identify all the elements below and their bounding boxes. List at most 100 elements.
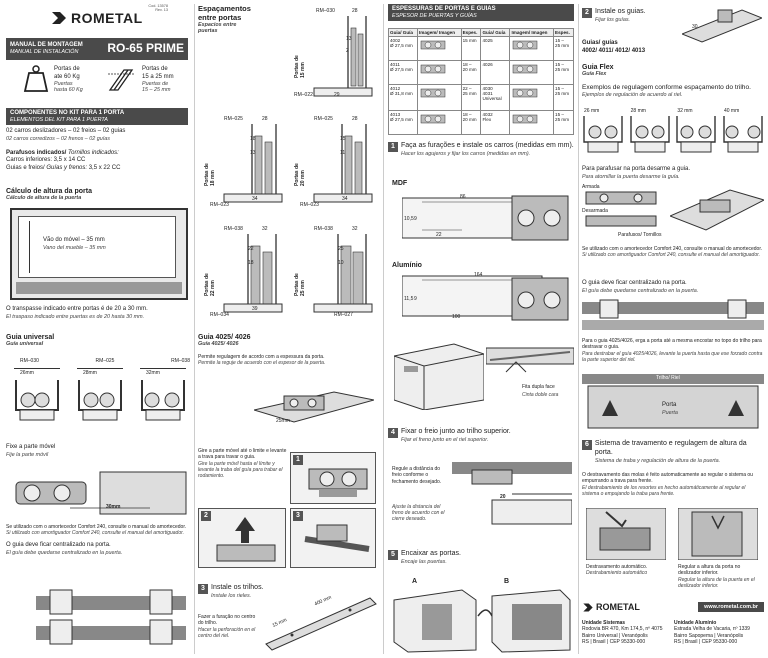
guide4025-figure: 25mm [254,382,374,430]
column-4: 2 Instale os guias. Fijar los guías. 30 … [582,0,764,658]
flex-comfort-note: Se utilizado com o amortecedor Comfort 2… [582,246,763,259]
calc-diagram: Vão do móvel – 35 mm Vano del mueble – 3… [10,208,188,300]
guide-image-cell [417,84,462,111]
guide4025-title: Guia 4025/ 4026 Guía 4025/ 4026 [198,334,251,347]
fix-figure: 30mm [10,462,190,520]
step6-right-figure [678,508,758,560]
guide-image-cell [509,60,555,85]
column-2: Espaçamentos entre portas Espacios entre… [198,0,378,658]
spacing-profile-4: RM–038 32 Portas de 22 mm 22 18 RM–034 3… [204,226,286,320]
footer-unit-sistemas: Unidade Sistemas Rodovia BR 470, Km 174,… [582,620,663,645]
spacing-profile-5: RM–038 32 Portas de 25 mm 25 10 RM–027 [294,226,376,320]
components-list: 02 carros deslizadores – 02 freios – 02 … [6,128,126,171]
step5-header: 5 Encaixar as portas. Encaje las puertas… [388,550,574,565]
table-header: Espes. [460,28,482,37]
fix-title: Fixe a parte móvel Fije la parte móvil [6,444,56,458]
step6-desc: O destravamento das molas é feito automa… [582,472,753,497]
thickness-spec: Portas de 15 a 25 mm Puertas de 15 – 25 … [142,66,174,93]
guide-universal-labels: RM–030 RM–025 RM–038 [20,358,190,364]
flex-center-note: O guia deve ficar centralizado na porta.… [582,280,699,294]
table-header: Imagem/ Imagen [509,28,555,37]
overlap-note: O transpasse indicado entre portas é de … [6,306,148,320]
step6-header: 6 Sistema de travamento e regulagem de a… [582,440,764,464]
flex-example-figure: 26 mm [582,106,624,156]
guide-image-cell [509,110,555,135]
table-header: Imagem/ Imagen [417,28,462,37]
cabinet-tape-figure [394,340,484,410]
step4-note: Regule a distância do freio conforme o f… [392,466,442,485]
flex-example-figure: 40 mm [722,106,764,156]
guide-image-cell [417,110,462,135]
vao-label: Vão do móvel – 35 mm Vano del mueble – 3… [43,237,106,251]
guide-rm025-figure: 28mm [73,366,127,424]
guide-universal-title: Guia universal Guía universal [6,334,55,347]
footer-logo: ROMETAL [582,602,640,613]
footer-unit-aluminio: Unidade Alumínio Estrada Velha de Vacari… [674,620,750,645]
table-row: 4013 Ø 27,5 mm 18 – 20 mm 4032 Flex 15 –… [387,110,574,135]
guide4025-step2-figure: 2 [198,508,286,568]
flex-title: Guia Flex Guía Flex [582,64,614,77]
spacing-profile-3: RM–025 28 Portas de 20 mm 15 11 RM–023 3… [294,116,376,210]
table-row: 4011 Ø 27,5 mm 18 – 20 mm 4026 15 – 25 m… [387,60,574,85]
weight-spec: Portas de ate 60 Kg Puertas hasta 60 Kg [54,66,83,93]
step4-header: 4 Fixar o freio junto ao trilho superior… [388,428,574,443]
mdf-figure: 86 10,5 22 9 [402,188,572,246]
step3-note: Fazer a furação no centro do trilho. Hac… [198,614,256,639]
footer-brand-row: ROMETAL www.rometal.com.br [582,600,764,614]
step2-header: 2 Instale os guias. Fijar los guías. [582,8,672,23]
guide4025-step1-figure: 1 [290,452,376,504]
step6-right-caption: Regular a altura da porta no deslizador … [678,564,755,589]
flex-center-figure [582,298,764,334]
flex-example-figure: 28 mm [629,106,671,156]
spacing-profile-1: RM–030 28 Portas de 15 mm 13 2 RM–022 29 [294,8,376,102]
table-header: Guia/ Guía [387,28,419,37]
column-divider [578,4,579,654]
table-row: 4002 Ø 27,5 mm 15 mm 4025 15 – 25 mm [387,36,574,61]
guide-universal-figures: 26mm 28mm 32mm [10,366,190,424]
flex-armed-figure: Armada Desarmada Parafusos/ Tornillos [582,184,764,240]
table-header-row: Guia/ Guía Imagem/ Imagen Espes. Guia/ G… [387,28,574,37]
thickness-icon [106,66,138,94]
spacing-title: Espaçamentos entre portas Espacios entre… [198,4,251,34]
step6-left-caption: Destravamento automático. Destrabamiento… [586,564,648,577]
rail-bottom [16,282,182,294]
cabinet-opening: Vão do móvel – 35 mm Vano del mueble – 3… [18,216,176,278]
guide4025-step-text: Gire a parte móvel até o limite e levant… [198,448,287,479]
website-link[interactable]: www.rometal.com.br [698,602,764,612]
rometal-logo-icon [52,12,66,24]
flex2-note: Para o guia 4025/4026, erga a porta até … [582,338,763,363]
spacing-profile-2: RM–025 28 Portas de 18 mm 18 13 RM–023 3… [204,116,286,210]
step4-note-es: Ajuste la distancia del freno de acuerdo… [392,504,445,522]
calc-title: Cálculo de altura da porta Cálculo de al… [6,188,92,201]
brand-logo: ROMETAL [50,10,143,26]
guide-image-cell [417,36,462,61]
center-figure [36,582,186,652]
guide4025-step3-figure: 3 [290,508,376,568]
guide-rm038-figure: 32mm [136,366,190,424]
flex-examples: Exemplos de regulagem conforme espaçamen… [582,84,751,99]
guide-image-cell [509,84,555,111]
aluminio-figure: 164 11,5 100 9 [402,270,572,326]
flex-example-figure: 32 mm [675,106,717,156]
step5-figure: A B [392,578,572,654]
step4-figure: 20 [452,460,572,526]
column-1: Cod. 13578 Rev. 13 ROMETAL MANUAL DE MON… [6,0,192,658]
rometal-logo-icon [583,603,593,611]
table-header: Guia/ Guía [480,28,511,37]
thickness-table: Guia/ Guía Imagem/ Imagen Espes. Guia/ G… [387,28,574,135]
step2-figure: 30 [682,4,762,44]
column-divider [383,4,384,654]
step6-left-figure [586,508,666,560]
step1-header: 1 Faça as furações e instale os carros (… [388,142,574,157]
step3-rail-figure: 15 mm 400 mm [262,590,378,652]
flex-examples-figures: 26 mm 28 mm 32 mm 40 mm [582,106,764,156]
guide4025-desc: Permite regulagem de acordo com a espess… [198,354,326,367]
guide-image-cell [509,36,555,61]
flex-screw-note: Para parafusar na porta desarme a guia. … [582,166,691,180]
step3-header: 3 Instale os trilhos. Instale los rieles… [198,584,378,599]
doc-code: Cod. 13578 Rev. 13 [148,4,168,12]
